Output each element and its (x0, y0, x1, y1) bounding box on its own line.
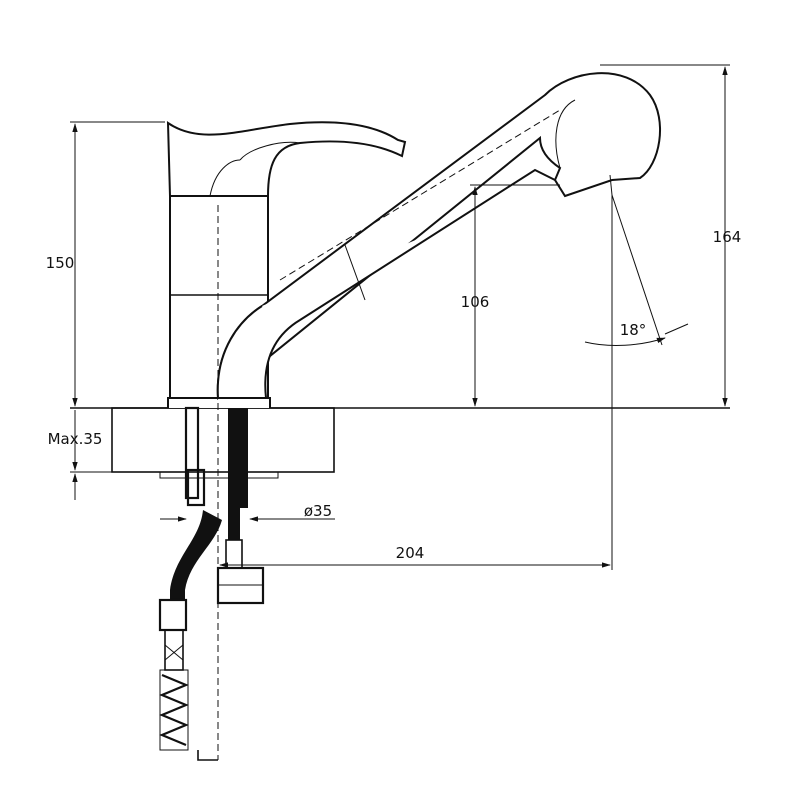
dim-164-label: 164 (713, 228, 742, 246)
dimension-204: 204 (219, 544, 611, 568)
dimension-150: 150 (46, 121, 165, 407)
spout (216, 72, 661, 400)
dimension-max35: Max.35 (48, 410, 158, 500)
dimension-diameter: ø35 (160, 502, 335, 522)
supply-hoses (158, 406, 265, 761)
countertop-section (70, 407, 730, 479)
dim-max35-label: Max.35 (48, 430, 103, 448)
dim-204-label: 204 (396, 544, 425, 562)
dimension-106: 106 (461, 184, 560, 407)
dim-106-label: 106 (461, 293, 490, 311)
dim-diameter-label: ø35 (304, 502, 332, 520)
dim-150-label: 150 (46, 254, 75, 272)
dimension-angle: 18° (584, 194, 689, 570)
dim-angle-label: 18° (620, 321, 647, 339)
dimension-164: 164 (600, 64, 742, 407)
